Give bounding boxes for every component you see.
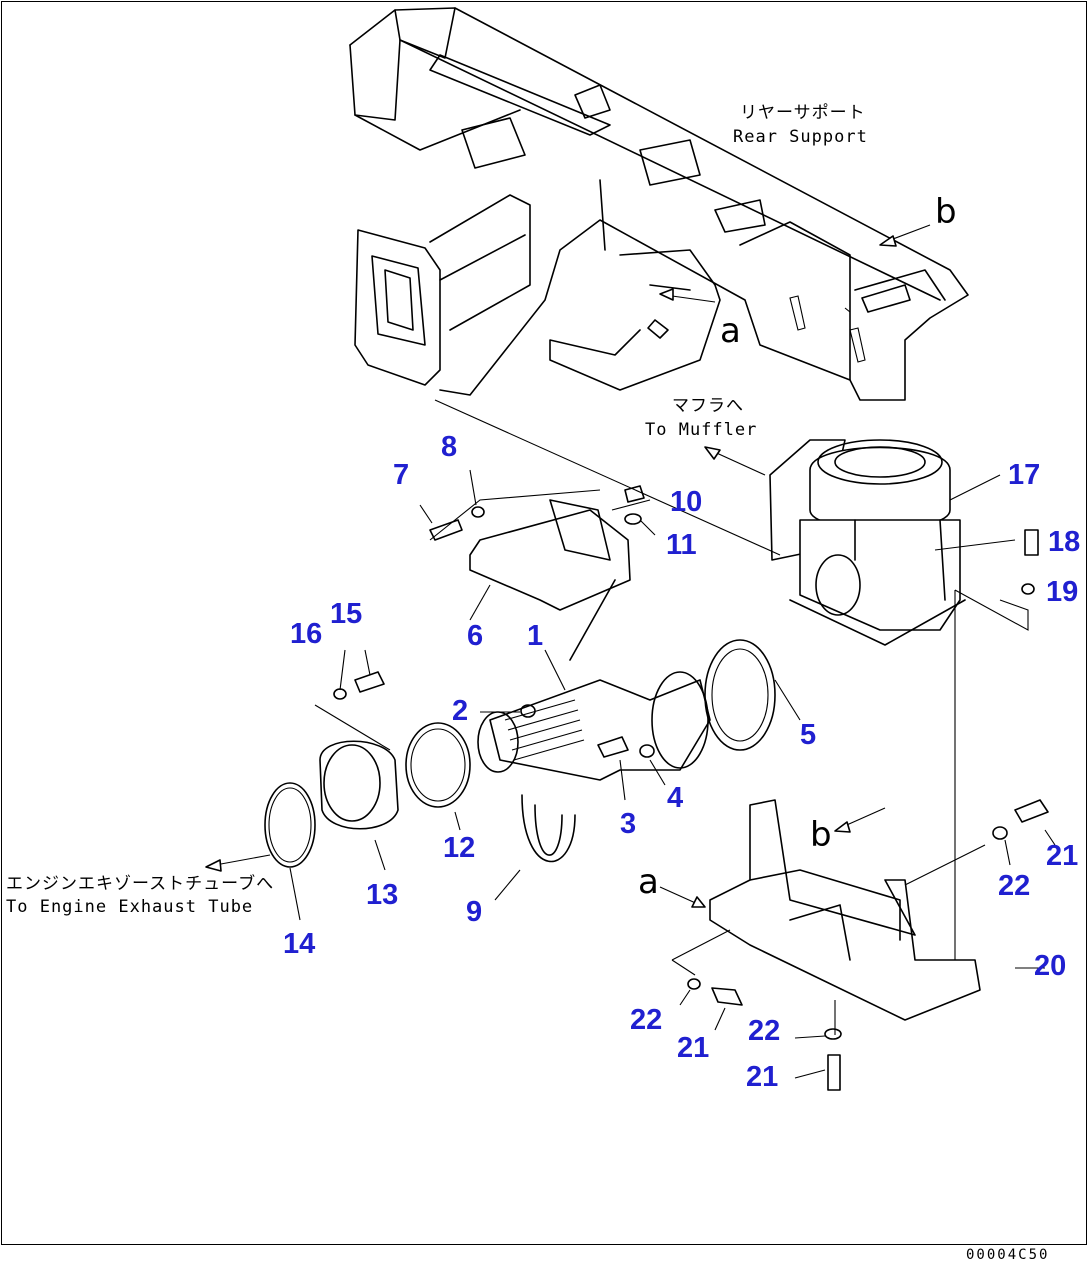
callout-4: 4 (667, 782, 684, 814)
muffler-label-en: To Muffler (645, 420, 758, 440)
exhaust-pipe-bellows (477, 671, 711, 781)
heat-cover (469, 509, 631, 611)
view-letter-b: b (810, 815, 832, 855)
muffler-inlet-assembly (769, 439, 966, 646)
callout-11: 11 (666, 529, 697, 561)
flex-hose (521, 794, 576, 863)
exhaust-label-jp: エンジンエキゾーストチューブへ (6, 874, 275, 894)
callout-12: 12 (443, 832, 476, 864)
callout-21: 21 (746, 1061, 779, 1093)
callout-21: 21 (677, 1032, 710, 1064)
view-letter-a: a (638, 862, 659, 902)
callout-16: 16 (290, 618, 323, 650)
exhaust-gasket (264, 782, 316, 868)
callout-1: 1 (527, 620, 544, 652)
callout-21: 21 (1046, 840, 1079, 872)
callout-10: 10 (670, 486, 703, 518)
view-letter-b: b (935, 192, 957, 232)
clamp (405, 722, 471, 808)
callout-15: 15 (330, 598, 363, 630)
muffler-label-jp: マフラへ (672, 396, 744, 416)
callout-20: 20 (1034, 950, 1067, 982)
drawing-code: 00004C50 (966, 1247, 1050, 1263)
lower-bracket (709, 799, 981, 1021)
exhaust-label-en: To Engine Exhaust Tube (6, 897, 254, 917)
leader-lines (205, 224, 1056, 1079)
callout-3: 3 (620, 808, 637, 840)
callout-18: 18 (1048, 526, 1081, 558)
callout-7: 7 (393, 459, 410, 491)
callout-14: 14 (283, 928, 316, 960)
callout-17: 17 (1008, 459, 1041, 491)
callout-22: 22 (748, 1015, 781, 1047)
rear-support-label-en: Rear Support (733, 127, 868, 147)
callout-9: 9 (466, 896, 483, 928)
callout-5: 5 (800, 719, 817, 751)
callout-22: 22 (630, 1004, 663, 1036)
drawing-frame (1, 1, 1087, 1245)
rear-support-label-jp: リヤーサポート (740, 103, 866, 123)
gasket (704, 639, 776, 751)
callout-13: 13 (366, 879, 399, 911)
callout-8: 8 (441, 431, 458, 463)
callout-6: 6 (467, 620, 484, 652)
callout-2: 2 (452, 695, 469, 727)
callout-22: 22 (998, 870, 1031, 902)
view-letter-a: a (720, 311, 741, 351)
callout-19: 19 (1046, 576, 1079, 608)
rear-support-frame (349, 7, 969, 401)
adapter-flange (319, 740, 399, 830)
